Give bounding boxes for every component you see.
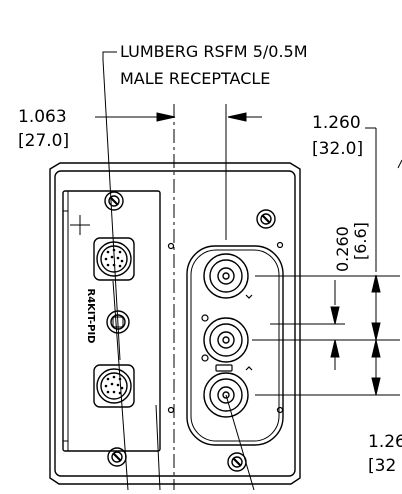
lumberg-connector-bottom [93, 364, 135, 408]
dim-spacing-inch: 0.260 [333, 226, 352, 272]
dim-top-right-mm: [32.0] [312, 139, 364, 159]
dim-left-inch: 1.063 [18, 107, 67, 127]
panel-vertical-label: R4KIT-PID [85, 289, 96, 344]
right-panel [186, 245, 284, 446]
crosshair-mark [70, 215, 90, 235]
dim-vertical-right [365, 127, 381, 396]
small-holes [167, 241, 284, 414]
dim-extension-lines [252, 275, 400, 396]
housing-outline [49, 162, 301, 485]
dim-left-mm: [27.0] [18, 131, 70, 151]
bnc-connector-top [203, 253, 249, 299]
bnc-connector-middle [203, 317, 249, 363]
callout-line1: LUMBERG RSFM 5/0.5M [120, 42, 308, 61]
left-panel [62, 190, 161, 452]
callout-line2: MALE RECEPTACLE [120, 69, 271, 88]
dim-spacing-mm: [6.6] [351, 222, 370, 260]
leader-lines [102, 51, 255, 491]
dim-bottom-right-mm: [32 [368, 456, 397, 476]
dim-bottom-right-inch: 1.26 [368, 432, 402, 452]
dim-top-ticks [225, 104, 262, 240]
dim-left-extension [95, 112, 176, 122]
dim-top-right-inch: 1.260 [312, 113, 361, 133]
dim-small-spacing [330, 280, 340, 370]
bnc-connector-bottom [203, 372, 249, 418]
